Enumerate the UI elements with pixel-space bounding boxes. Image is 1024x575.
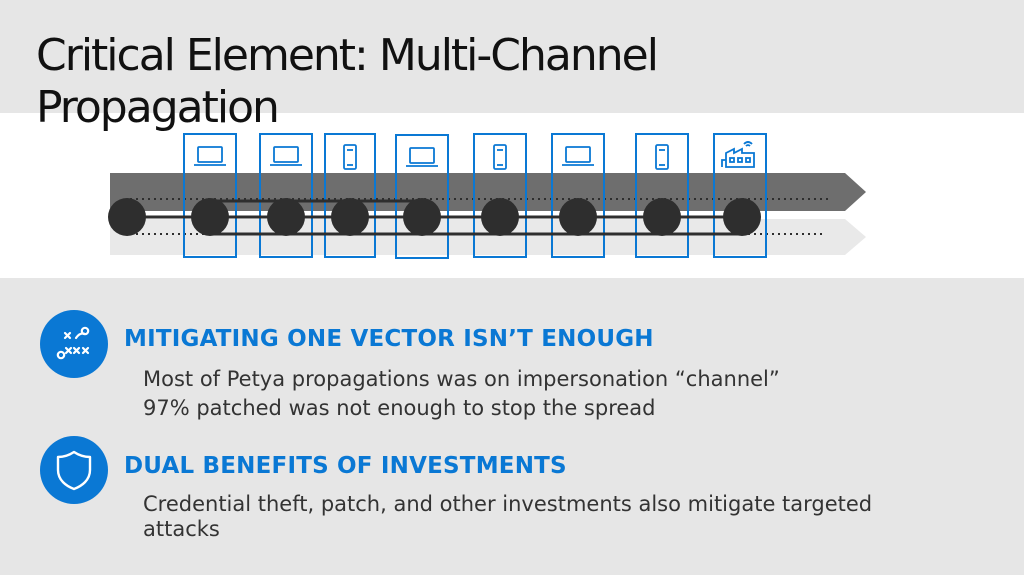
device-frame	[183, 133, 237, 258]
factory-icon	[721, 141, 755, 168]
phone-icon	[343, 144, 357, 170]
shield-icon	[40, 436, 108, 504]
device-frame	[473, 133, 527, 258]
section-body-line: Credential theft, patch, and other inves…	[143, 492, 873, 516]
laptop-icon	[194, 146, 226, 166]
laptop-icon	[270, 146, 302, 166]
section-heading: MITIGATING ONE VECTOR ISN’T ENOUGH	[124, 326, 654, 352]
device-node	[559, 198, 597, 236]
laptop-icon	[406, 147, 438, 167]
device-node	[267, 198, 305, 236]
slide-title-line-1: Critical Element: Multi-Channel	[36, 30, 659, 81]
propagation-diagram	[108, 133, 866, 259]
device-node	[643, 198, 681, 236]
section-body-line: Most of Petya propagations was on impers…	[143, 367, 780, 391]
content-band	[0, 278, 1024, 575]
device-frame	[259, 133, 313, 258]
section-body-line: attacks	[143, 517, 220, 541]
origin-node	[108, 198, 146, 236]
device-frame	[395, 134, 449, 259]
device-frame	[324, 133, 376, 258]
laptop-icon	[562, 146, 594, 166]
device-frame	[635, 133, 689, 258]
device-frames	[183, 133, 767, 259]
section-body-line: 97% patched was not enough to stop the s…	[143, 396, 656, 420]
device-node	[723, 198, 761, 236]
device-frame	[551, 133, 605, 258]
title-band	[0, 0, 1024, 113]
slide-title-line-2: Propagation	[36, 82, 280, 133]
device-frame	[713, 133, 767, 258]
device-node	[481, 198, 519, 236]
device-node	[331, 198, 369, 236]
section-heading: DUAL BENEFITS OF INVESTMENTS	[124, 453, 567, 479]
nodes	[108, 198, 761, 236]
phone-icon	[493, 144, 507, 170]
device-node	[191, 198, 229, 236]
phone-icon	[655, 144, 669, 170]
device-node	[403, 198, 441, 236]
slide-title: Critical Element: Multi-Channel Propagat…	[36, 30, 936, 134]
strategy-icon	[40, 310, 108, 378]
